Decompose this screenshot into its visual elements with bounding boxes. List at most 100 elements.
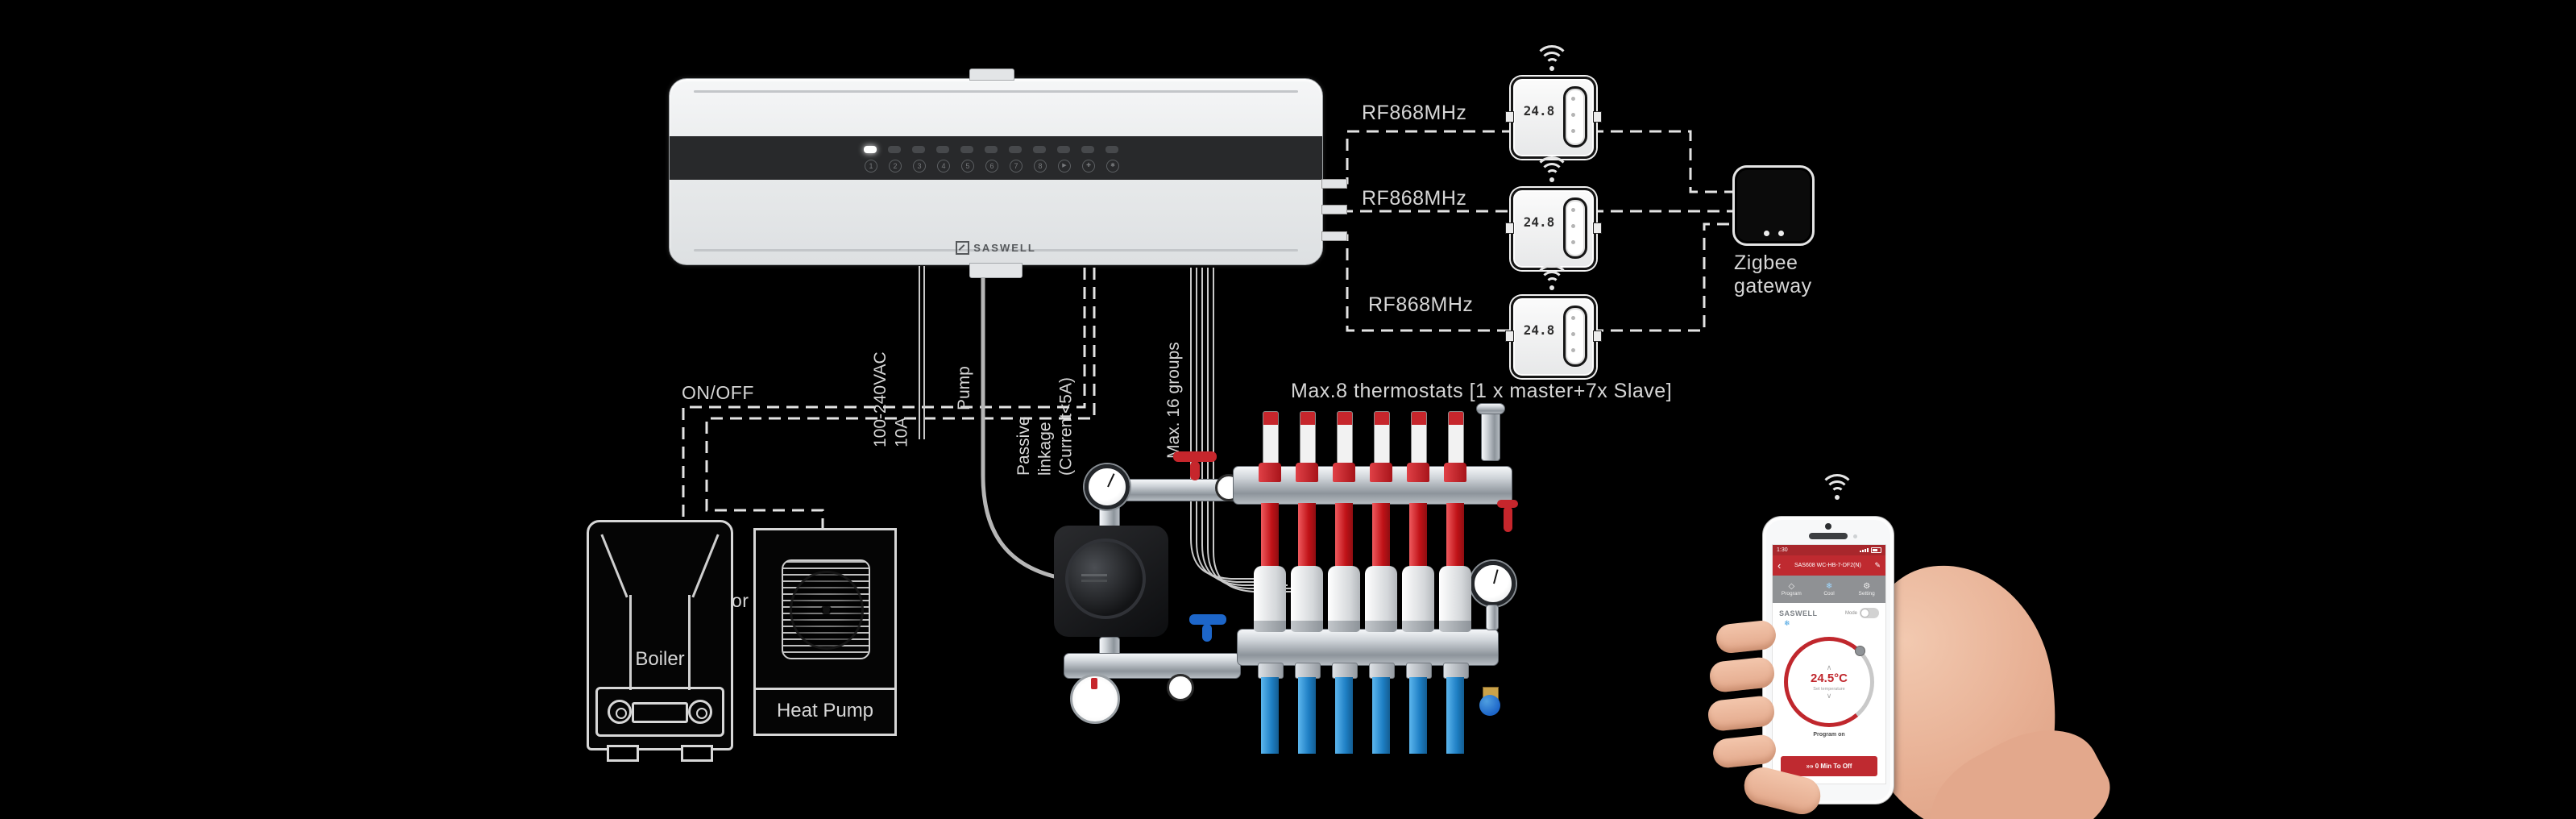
zone-number: 8 <box>1034 160 1047 173</box>
temp-up-button[interactable]: ∧ <box>1826 663 1832 672</box>
zone-actuator <box>1328 566 1360 632</box>
gauge-needle <box>1493 568 1499 584</box>
zone-number: 3 <box>913 160 926 173</box>
zone-led <box>985 146 998 153</box>
wifi-icon <box>1819 474 1855 503</box>
mount-tab-bottom <box>969 263 1023 278</box>
zone-led <box>888 146 901 153</box>
flow-sight-glass <box>1448 411 1464 464</box>
app-body: SASWELL Mode ❄ ∧ 24.5°C Set temperature <box>1773 603 1885 784</box>
valve-blue-handle <box>1189 614 1226 625</box>
blue-return-pipe <box>1409 677 1427 754</box>
mixing-valve-knob <box>1070 674 1120 724</box>
terminal-tab <box>1593 331 1602 342</box>
pipe-nut <box>1406 663 1432 679</box>
pump-func-icon: ✚ <box>1082 160 1095 173</box>
terminal-tab <box>1593 111 1602 123</box>
power-off-button[interactable]: »» 0 Min To Off <box>1781 756 1877 776</box>
temperature-dial[interactable]: ∧ 24.5°C Set temperature ∨ <box>1784 637 1874 727</box>
flow-meter-knob <box>1370 463 1392 482</box>
boiler-line <box>691 534 720 598</box>
dial-knob[interactable] <box>1855 646 1865 656</box>
thermostat-2: 24.8 <box>1505 156 1602 270</box>
zone-number: 1 <box>865 160 877 173</box>
air-vent-cap <box>1476 403 1505 414</box>
onoff-wire-1 <box>682 268 1086 520</box>
app-toolbar: ◇ Program ❄ Cool ⚙ Setting <box>1773 576 1885 603</box>
boiler-knob <box>688 700 712 724</box>
zone-led <box>1081 146 1094 153</box>
edit-icon[interactable]: ✎ <box>1874 561 1881 569</box>
gateway-label: Zigbee gateway <box>1734 252 1812 297</box>
zone-number: 2 <box>889 160 902 173</box>
zigbee-gateway <box>1732 165 1815 246</box>
heatpump-divider <box>756 688 894 690</box>
zone-led <box>960 146 973 153</box>
group-cable <box>1190 268 1278 580</box>
zone-actuator <box>1365 566 1397 632</box>
tab-cool[interactable]: ❄ Cool <box>1823 581 1835 597</box>
thermostat-dial <box>1563 86 1587 148</box>
status-time: 1:30 <box>1777 547 1788 553</box>
red-supply-pipe <box>1446 503 1464 566</box>
zone-led <box>936 146 949 153</box>
flow-meter-knob <box>1333 463 1355 482</box>
pipe-nut <box>1332 663 1358 679</box>
flow-meter-knob <box>1444 463 1466 482</box>
mode-label: Mode <box>1844 610 1857 616</box>
group-cable <box>1201 268 1288 586</box>
group-cable <box>1196 268 1283 583</box>
zone-actuator <box>1291 566 1323 632</box>
thermostat-dial <box>1563 306 1587 367</box>
zone-led <box>1009 146 1022 153</box>
thermometer-dial <box>1167 674 1194 701</box>
circulation-pump <box>1054 526 1168 637</box>
temp-down-button[interactable]: ∨ <box>1826 691 1832 700</box>
flow-sight-glass <box>1300 411 1316 464</box>
signal-icon <box>1860 548 1869 552</box>
wifi-icon <box>1534 264 1570 293</box>
heat-func-icon: ✱ <box>1106 160 1119 173</box>
set-temperature-value: 24.5°C <box>1810 671 1848 686</box>
onoff-wire-2 <box>705 268 1096 530</box>
status-bar: 1:30 <box>1773 545 1885 555</box>
pump-cable <box>981 268 1058 580</box>
app-nav-bar: ‹ SAS608 WC-HB-7-DF2(N) ✎ <box>1773 555 1885 576</box>
pipe-nut <box>1443 663 1469 679</box>
zone-number: 6 <box>985 160 998 173</box>
back-button[interactable]: ‹ <box>1777 559 1782 572</box>
blue-return-pipe <box>1298 677 1316 754</box>
air-vent <box>1481 410 1500 461</box>
zone-led <box>1033 146 1046 153</box>
drain-blue-cap <box>1479 695 1500 716</box>
terminal-tab <box>1593 222 1602 234</box>
set-temperature-label: Set temperature <box>1813 686 1845 692</box>
max-thermostats-note: Max.8 thermostats [1 x master+7x Slave] <box>1291 380 1673 402</box>
manifold-bar-bottom <box>1237 629 1499 666</box>
group-cable <box>1207 268 1292 589</box>
rf868-label-2: RF868MHz <box>1362 187 1467 210</box>
red-supply-pipe <box>1335 503 1353 566</box>
tab-program[interactable]: ◇ Program <box>1781 581 1802 597</box>
wifi-icon <box>1534 45 1570 74</box>
pipe-nut <box>1258 663 1284 679</box>
device-title: SAS608 WC-HB-7-DF2(N) <box>1794 563 1861 568</box>
terminal-tab <box>1505 331 1514 342</box>
rf-port-2 <box>1321 205 1347 214</box>
flow-sight-glass <box>1411 411 1427 464</box>
pump-face <box>1065 538 1146 619</box>
mount-tab-top <box>969 69 1014 81</box>
mode-toggle[interactable] <box>1860 608 1879 618</box>
app-screen: 1:30 ‹ SAS608 WC-HB-7-DF2(N) ✎ ◇ Program <box>1772 544 1886 784</box>
blue-return-pipe <box>1261 677 1279 754</box>
pump-label: Pump <box>955 366 973 410</box>
boiler-line <box>600 534 628 598</box>
tab-setting[interactable]: ⚙ Setting <box>1858 581 1875 597</box>
zone-led <box>1105 146 1118 153</box>
pipe-joint <box>1486 605 1499 630</box>
controller-brand: SASWELL <box>670 241 1322 255</box>
onoff-label: ON/OFF <box>682 382 754 403</box>
gw-wire-3 <box>1591 222 1732 332</box>
sensor-dot <box>1853 534 1857 538</box>
